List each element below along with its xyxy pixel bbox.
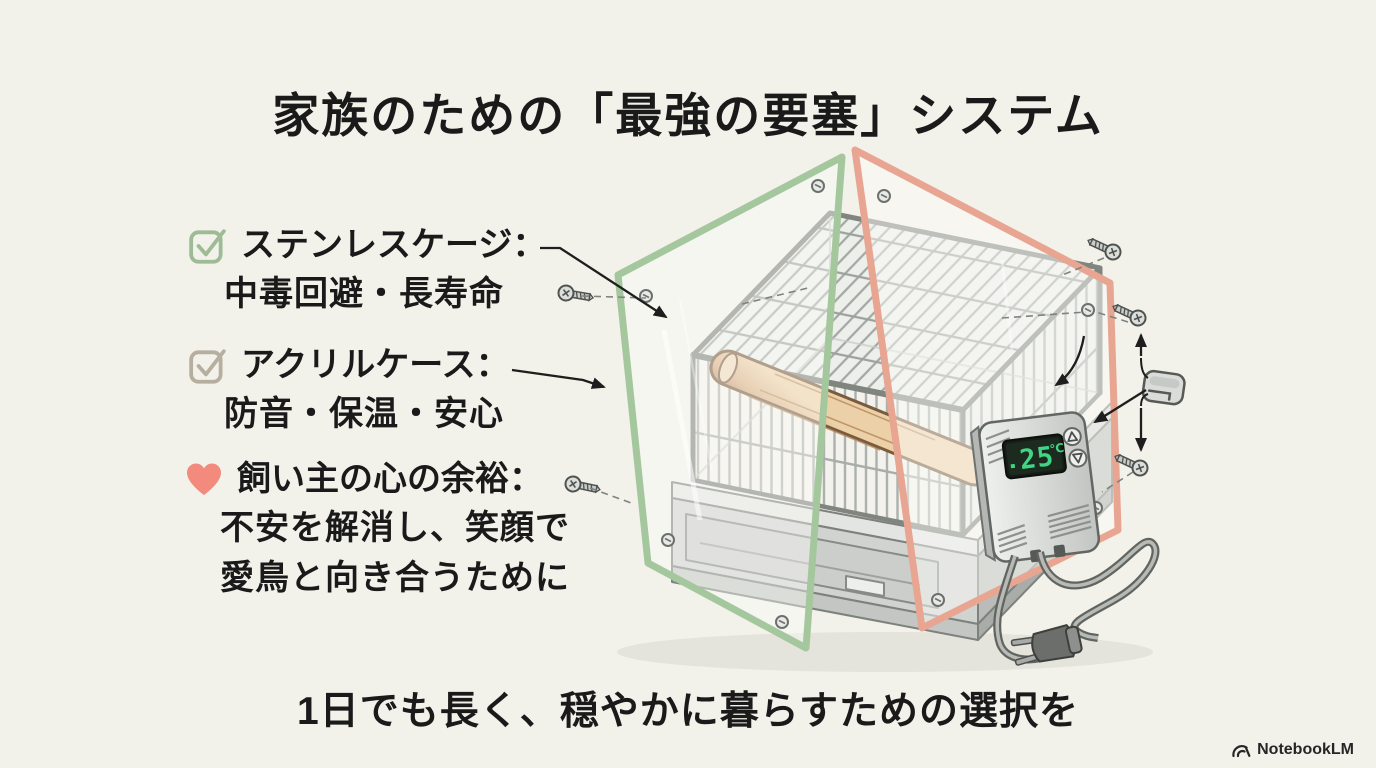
panel-screw-icon xyxy=(775,615,789,629)
panel-screw-icon xyxy=(931,593,945,607)
arrow-to-cage xyxy=(540,246,668,319)
thermostat-display-unit: ℃ xyxy=(1049,441,1065,457)
drawer-handle xyxy=(845,575,885,597)
arrow-clip-to-thermostat xyxy=(1093,389,1147,424)
panel-screw-icon xyxy=(1081,303,1095,317)
checkbox-icon xyxy=(189,229,226,264)
annotation-line: 愛鳥と向き合うために xyxy=(220,558,570,597)
arrow-to-thermostat xyxy=(1054,335,1086,387)
arrow-to-panel xyxy=(511,368,606,389)
annotation-arrows xyxy=(511,246,1149,452)
thermostat: 25 ℃ xyxy=(969,411,1101,563)
screw-icon xyxy=(1108,298,1149,329)
mounting-clip xyxy=(1141,369,1186,406)
thermostat-vents xyxy=(985,429,1092,554)
panel-screw-icon xyxy=(877,189,891,203)
annotation-line: 防音・保温・安心 xyxy=(224,395,504,433)
annotation-heading: ステンレスケージ： xyxy=(241,226,547,265)
annotation-stainless-cage: ステンレスケージ： 中毒回避・長寿命 xyxy=(188,226,546,316)
footer-tagline: 1日でも長く、穏やかに暮らすための選択を xyxy=(297,690,1079,733)
notebooklm-brand-text: NotebookLM xyxy=(1257,741,1354,758)
thermostat-display-value: 25 xyxy=(1018,441,1056,476)
annotation-heading: アクリルケース： xyxy=(241,346,510,385)
notebooklm-brand: NotebookLM xyxy=(1232,741,1354,759)
panel-screw-icon xyxy=(661,533,675,547)
screw-icon xyxy=(556,283,596,307)
screw-icon xyxy=(1083,232,1124,263)
thermostat-display: 25 ℃ xyxy=(1001,433,1067,480)
power-plug xyxy=(1010,623,1083,666)
panel-screw-icon xyxy=(811,179,825,193)
annotation-heading: 飼い主の心の余裕： xyxy=(237,460,543,499)
checkbox-icon xyxy=(189,349,226,384)
annotation-line: 中毒回避・長寿命 xyxy=(224,275,504,313)
annotation-line: 不安を解消し、笑顔で xyxy=(220,509,570,547)
annotation-acrylic-case: アクリルケース： 防音・保温・安心 xyxy=(188,346,510,436)
heart-icon xyxy=(187,463,221,495)
notebooklm-logo-icon xyxy=(1232,744,1251,757)
acrylic-panel-front xyxy=(614,153,846,652)
annotation-owner-peace-of-mind: 飼い主の心の余裕： 不安を解消し、笑顔で 愛鳥と向き合うために xyxy=(184,460,570,599)
page-title: 家族のための「最強の要塞」システム xyxy=(272,89,1104,143)
thermostat-buttons xyxy=(1062,427,1088,468)
